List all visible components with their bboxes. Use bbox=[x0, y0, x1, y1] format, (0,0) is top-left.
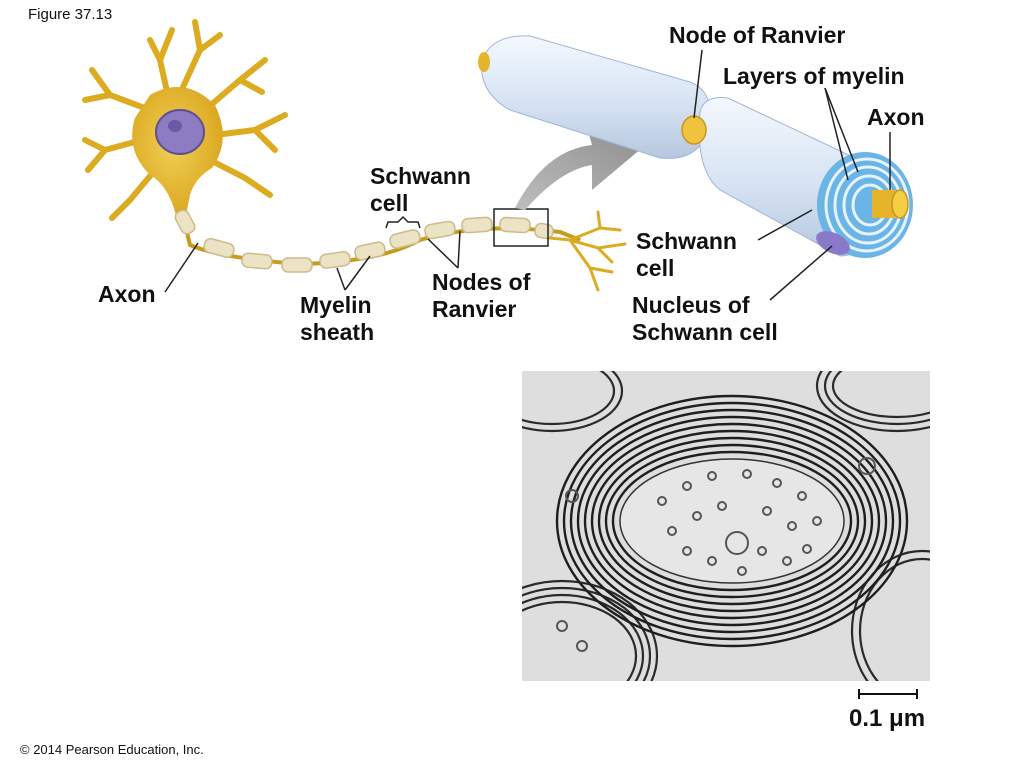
neuron-cell-body bbox=[82, 19, 288, 221]
schwann-cell-label-right-line1: Schwann bbox=[636, 228, 737, 254]
electron-micrograph bbox=[522, 371, 930, 681]
leader-lines bbox=[164, 49, 891, 301]
myelin-sheath-label: Myelin sheath bbox=[300, 292, 470, 346]
nucleus-label-line2: Schwann cell bbox=[632, 319, 778, 345]
schwann-cell-label-right-line2: cell bbox=[636, 255, 675, 281]
scale-bar bbox=[858, 689, 918, 699]
scale-unit: μm bbox=[889, 705, 926, 732]
schwann-cell-label-right: Schwann cell bbox=[636, 228, 806, 282]
axon-label-left: Axon bbox=[98, 281, 156, 307]
axon-terminal bbox=[548, 210, 627, 292]
nodes-of-ranvier-label-line2: Ranvier bbox=[432, 296, 517, 322]
nucleus-of-schwann-cell-label: Nucleus of Schwann cell bbox=[632, 292, 778, 346]
layers-of-myelin-label: Layers of myelin bbox=[723, 63, 905, 89]
nodes-of-ranvier-label-line1: Nodes of bbox=[432, 269, 531, 295]
myelin-sheath-label-line1: Myelin bbox=[300, 292, 372, 318]
myelin-sheath-label-line2: sheath bbox=[300, 319, 375, 345]
node-of-ranvier-icon bbox=[681, 115, 707, 145]
scale-value: 0.1 bbox=[849, 705, 883, 732]
neuron-diagram bbox=[82, 19, 913, 301]
schwann-nucleus-icon bbox=[816, 231, 850, 255]
scale-bar-label: 0.1 μm bbox=[849, 705, 925, 733]
axon-core-icon bbox=[872, 189, 909, 219]
nucleus-icon bbox=[155, 109, 205, 155]
node-of-ranvier-label: Node of Ranvier bbox=[669, 22, 846, 48]
myelin-sheath-segments bbox=[174, 209, 554, 273]
schwann-cell-label-top-line1: Schwann bbox=[370, 163, 471, 189]
axon-label-right: Axon bbox=[867, 104, 925, 130]
copyright-notice: © 2014 Pearson Education, Inc. bbox=[20, 742, 204, 757]
nucleus-label-line1: Nucleus of bbox=[632, 292, 750, 318]
schwann-cell-label-top: Schwann cell bbox=[370, 163, 540, 217]
figure-number: Figure 37.13 bbox=[28, 6, 113, 23]
nodes-of-ranvier-label: Nodes of Ranvier bbox=[432, 269, 602, 323]
schwann-cell-label-top-line2: cell bbox=[370, 190, 409, 216]
